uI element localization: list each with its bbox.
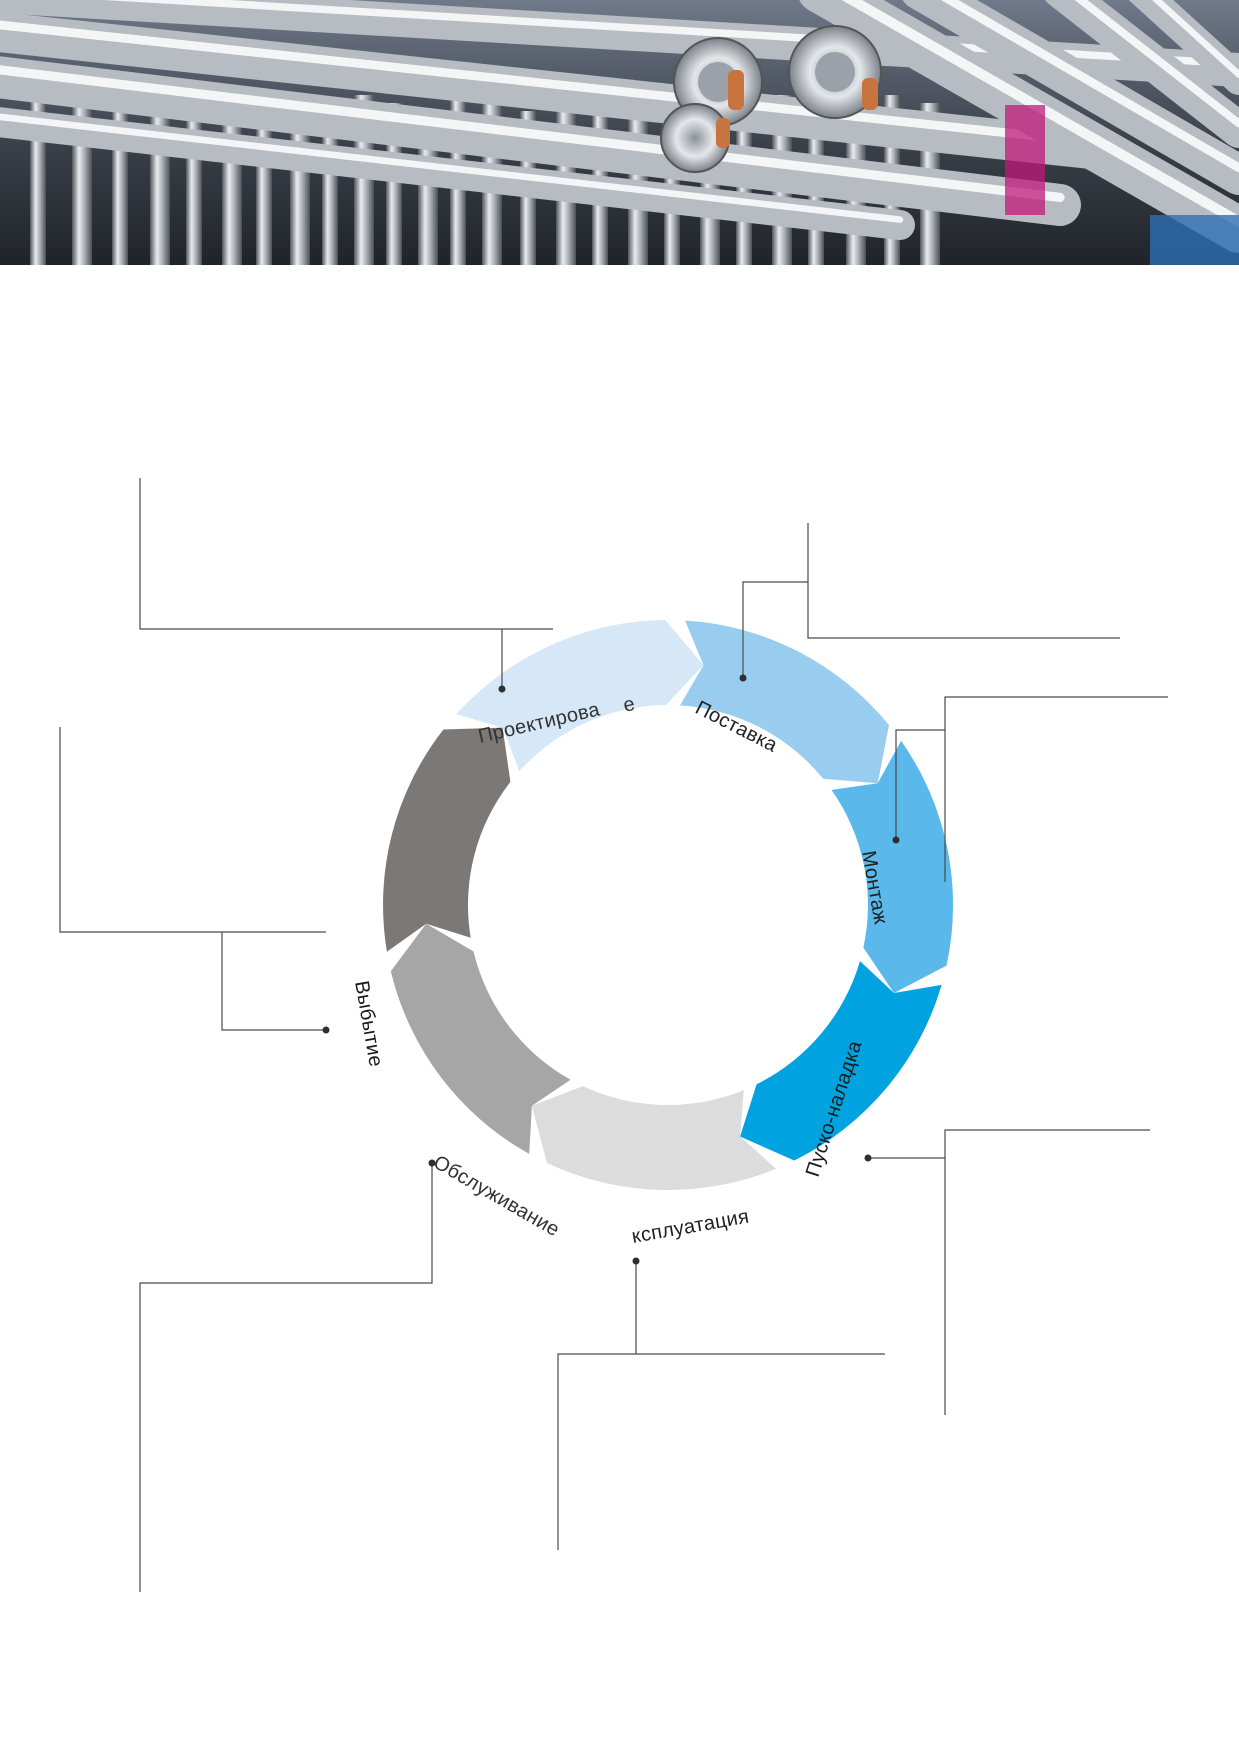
leader-line-supply-stem (742, 581, 808, 678)
leader-dot-commissioning (864, 1154, 872, 1162)
leader-dot-maintenance (428, 1159, 436, 1167)
stage-label-design-suffix: е (621, 693, 637, 717)
horizontal-pipe (1045, 0, 1239, 148)
header-photo (0, 0, 1239, 265)
horizontal-pipe (0, 56, 1081, 226)
stage-label-decommissioning: Выбытие (350, 979, 387, 1069)
leader-line-commissioning (944, 1129, 1150, 1415)
pipe-highlight (841, 0, 1239, 227)
leader-line-design (139, 478, 553, 630)
cycle-arrow-design (456, 620, 704, 772)
pipe-highlight (1074, 0, 1239, 128)
leader-line-installation (944, 696, 1168, 882)
pipe-highlight (940, 0, 1239, 173)
pipe-highlight (0, 65, 1065, 203)
leader-line-decommissioning-stem (221, 932, 326, 1031)
leader-dot-installation (892, 836, 900, 844)
pipe-highlight (1152, 0, 1239, 78)
leader-lines (59, 478, 1168, 1592)
leader-dot-supply (739, 674, 747, 682)
leader-line-decommissioning (59, 727, 326, 933)
horizontal-pipe (1128, 0, 1239, 95)
cycle-arrow-supply (680, 620, 889, 784)
horizontal-pipe (0, 107, 915, 240)
leader-line-maintenance (139, 1163, 433, 1592)
leader-dot-decommissioning (322, 1026, 330, 1034)
stage-label-operation: ксплуатация (630, 1206, 751, 1248)
leader-line-supply (807, 523, 1120, 639)
cycle-arrow-maintenance (390, 923, 571, 1154)
pipework-photo (0, 0, 1239, 265)
horizontal-pipe (0, 12, 1120, 170)
leader-dot-operation (632, 1257, 640, 1265)
cycle-arrow-decommissioning (383, 727, 511, 952)
pipe-highlight (0, 20, 1105, 148)
leader-dot-design (498, 685, 506, 693)
leader-line-operation (557, 1353, 885, 1550)
pipe-highlight (0, 113, 904, 223)
leader-line-installation-stem (895, 729, 945, 840)
cycle-arrow-operation (531, 1086, 777, 1191)
horizontal-pipe (902, 0, 1239, 195)
cycle-arrow-commissioning (740, 961, 942, 1161)
cycle-arrow-installation (831, 740, 954, 993)
stage-label-maintenance: Обслуживание (430, 1151, 564, 1241)
